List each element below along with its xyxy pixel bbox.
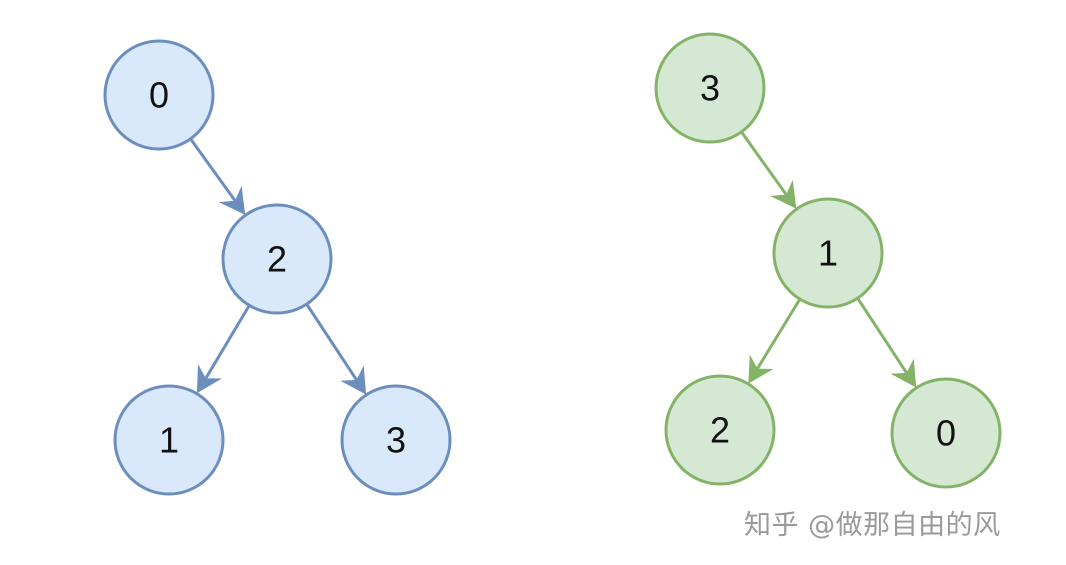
edge-line <box>189 137 237 202</box>
tree-node: 0 <box>103 39 215 151</box>
edge-line <box>756 298 802 370</box>
node-label: 3 <box>386 420 406 461</box>
node-circle <box>113 384 225 496</box>
node-label: 0 <box>149 75 169 116</box>
edge-line <box>856 297 908 374</box>
node-circle <box>654 32 766 144</box>
node-label: 2 <box>710 410 730 451</box>
edge-line <box>204 304 251 379</box>
edge-arrow <box>305 303 367 395</box>
node-circle <box>664 374 776 486</box>
node-circle <box>103 39 215 151</box>
tree-node: 2 <box>664 374 776 486</box>
tree-node: 3 <box>340 384 452 496</box>
node-label: 2 <box>267 239 287 280</box>
arrowhead <box>340 365 367 395</box>
arrowhead <box>770 179 797 209</box>
edge-line <box>740 131 788 196</box>
tree-node: 1 <box>772 197 884 309</box>
node-circle <box>221 203 333 315</box>
nodes-layer: 0 2 1 3 3 1 2 0 <box>103 32 1002 496</box>
edge-arrow <box>196 304 251 394</box>
tree-node: 3 <box>654 32 766 144</box>
node-label: 1 <box>818 233 838 274</box>
arrowhead <box>890 358 917 388</box>
edge-arrow <box>189 137 246 215</box>
edges-layer <box>189 131 917 395</box>
arrowhead <box>196 364 222 394</box>
edge-arrow <box>740 131 797 209</box>
tree-node: 0 <box>890 377 1002 489</box>
edge-arrow <box>856 297 917 388</box>
arrowhead <box>748 354 774 384</box>
node-label: 3 <box>700 68 720 109</box>
watermark-text: 知乎 @做那自由的风 <box>744 510 1001 541</box>
edge-line <box>305 303 358 381</box>
node-circle <box>890 377 1002 489</box>
arrowhead <box>218 185 246 215</box>
edge-arrow <box>748 298 802 384</box>
tree-node: 1 <box>113 384 225 496</box>
node-label: 0 <box>936 413 956 454</box>
node-label: 1 <box>159 420 179 461</box>
node-circle <box>340 384 452 496</box>
tree-node: 2 <box>221 203 333 315</box>
node-circle <box>772 197 884 309</box>
